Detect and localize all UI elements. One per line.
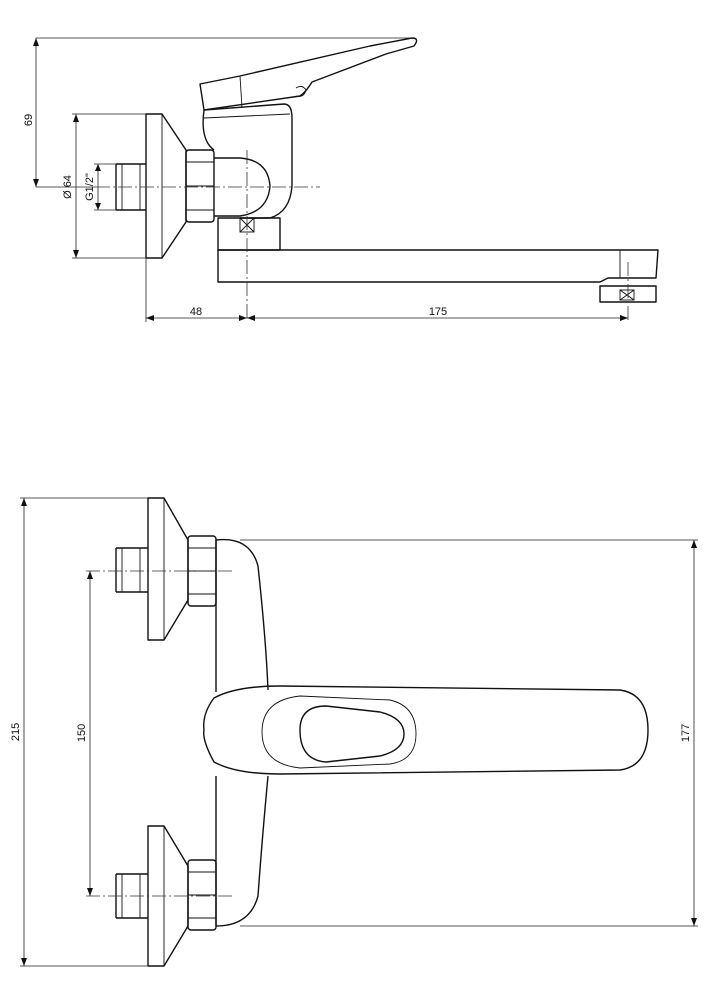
- front-top-flange: [147, 497, 189, 641]
- front-handle-grip: [299, 705, 405, 763]
- dim-177-label: 177: [680, 724, 692, 742]
- dim-150-label: 150: [76, 724, 88, 742]
- dim-thread-label: G1/2": [84, 173, 96, 201]
- dim-69-label: 69: [23, 114, 35, 126]
- dim-diameter-64: Ø 64: [62, 113, 146, 259]
- side-mixer-body: [202, 103, 293, 219]
- dim-215-label: 215: [10, 723, 22, 741]
- dim-width-177: 177: [240, 539, 698, 927]
- side-spout: [217, 249, 659, 283]
- front-view: 215 150 177: [10, 497, 698, 967]
- side-wall-flange: [145, 113, 187, 259]
- dim-48-label: 48: [190, 306, 202, 318]
- side-inlet-nipple: [115, 163, 146, 211]
- front-top-inlet: [115, 547, 148, 593]
- dim-height-69: 69: [23, 37, 410, 188]
- front-lever-handle: [203, 685, 649, 775]
- dim-thread-g12: G1/2": [84, 163, 116, 211]
- dim-175-label: 175: [429, 306, 447, 318]
- dim-64-label: Ø 64: [62, 175, 74, 199]
- front-mixer-body: [215, 538, 269, 927]
- dim-height-215: 215: [10, 497, 148, 967]
- side-view: 69 Ø 64 G1/2" 48: [23, 37, 659, 322]
- dim-horizontal-48-175: 48 175: [145, 258, 628, 322]
- side-lever-handle: [199, 37, 418, 111]
- side-eccentric: [214, 157, 271, 217]
- dim-spacing-150: 150: [76, 571, 93, 896]
